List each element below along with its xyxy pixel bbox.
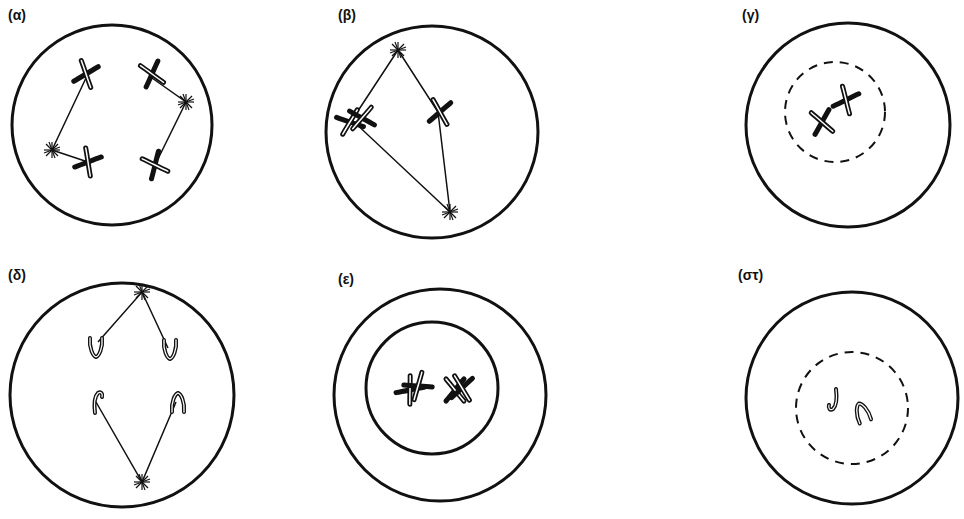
panel-label: (γ) bbox=[742, 8, 759, 22]
panel-label: (ε) bbox=[338, 272, 354, 286]
panel-label: (δ) bbox=[8, 268, 26, 282]
panel-label: (β) bbox=[338, 8, 356, 22]
panel-label: (α) bbox=[8, 8, 26, 22]
panel-label: (στ) bbox=[738, 268, 763, 282]
